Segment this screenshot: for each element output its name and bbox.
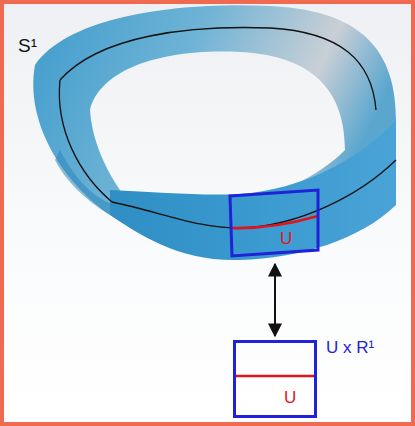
product-box: U x R¹U bbox=[233, 340, 317, 418]
chart-patch: U bbox=[226, 186, 322, 260]
map-arrow bbox=[274, 264, 276, 336]
open-set-curve bbox=[230, 216, 318, 228]
strip-front bbox=[110, 120, 396, 260]
center-circle bbox=[59, 80, 112, 202]
set-label: U bbox=[280, 230, 292, 247]
circle-label: S¹ bbox=[18, 36, 37, 55]
center-circle bbox=[60, 28, 376, 110]
patch-outline bbox=[226, 186, 322, 260]
open-set-segment bbox=[236, 375, 314, 378]
set-label: U bbox=[284, 389, 296, 406]
product-label: U x R¹ bbox=[326, 339, 374, 356]
strip-twist bbox=[55, 150, 112, 215]
